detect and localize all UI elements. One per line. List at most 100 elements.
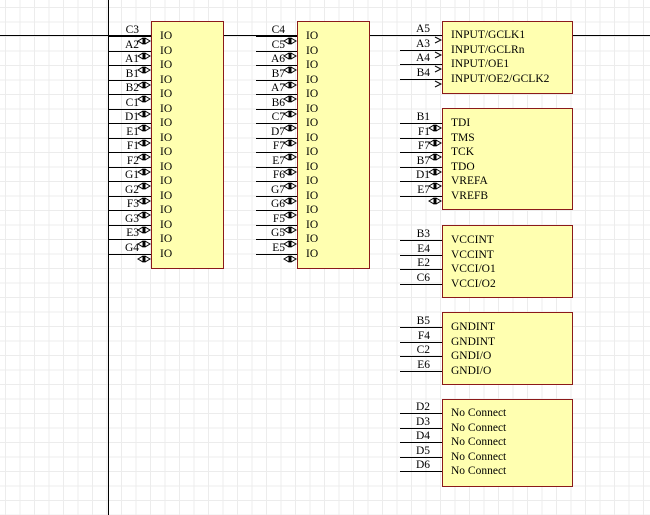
component-no-connect[interactable] <box>442 399 573 487</box>
pin-wire[interactable] <box>400 240 442 241</box>
pin-wire[interactable] <box>400 371 442 372</box>
pin-name: IO <box>306 219 319 231</box>
pin-name: IO <box>160 103 173 115</box>
pin-wire[interactable] <box>400 269 442 270</box>
pin-number: G4 <box>124 242 139 254</box>
pin-number: F5 <box>272 213 285 225</box>
pin-wire[interactable] <box>256 36 297 37</box>
pin-wire[interactable] <box>400 152 442 153</box>
pin-wire[interactable] <box>256 239 297 240</box>
pin-name: IO <box>306 103 319 115</box>
pin-wire[interactable] <box>108 225 151 226</box>
pin-number: D4 <box>415 430 430 442</box>
pin-wire[interactable] <box>256 152 297 153</box>
pin-number: A1 <box>124 53 139 65</box>
pin-number: F6 <box>272 169 285 181</box>
pin-wire[interactable] <box>108 181 151 182</box>
pin-wire[interactable] <box>108 210 151 211</box>
pin-number: A3 <box>415 38 430 50</box>
pin-wire[interactable] <box>256 181 297 182</box>
pin-number: A6 <box>270 53 285 65</box>
pin-name: IO <box>160 74 173 86</box>
pin-wire[interactable] <box>400 428 442 429</box>
pin-number: E6 <box>417 359 430 371</box>
component-ground[interactable] <box>442 312 573 385</box>
pin-wire[interactable] <box>400 356 442 357</box>
pin-number: B2 <box>125 82 139 94</box>
pin-wire[interactable] <box>400 255 442 256</box>
pin-wire[interactable] <box>256 167 297 168</box>
bidirectional-pin-icon <box>283 177 297 190</box>
pin-wire[interactable] <box>256 94 297 95</box>
bidirectional-pin-icon <box>137 250 151 263</box>
pin-wire[interactable] <box>108 36 151 37</box>
pin-number: G3 <box>124 213 139 225</box>
pin-wire[interactable] <box>256 80 297 81</box>
pin-wire[interactable] <box>400 64 442 65</box>
bidirectional-pin-icon <box>137 206 151 219</box>
pin-name: IO <box>306 45 319 57</box>
component-io-bank-2[interactable] <box>297 21 370 269</box>
pin-wire[interactable] <box>400 50 442 51</box>
pin-name: VREFA <box>451 175 488 187</box>
pin-wire[interactable] <box>256 138 297 139</box>
pin-wire[interactable] <box>108 123 151 124</box>
pin-wire[interactable] <box>108 254 151 255</box>
pin-wire[interactable] <box>108 196 151 197</box>
pin-wire[interactable] <box>256 65 297 66</box>
component-inputs[interactable] <box>442 21 573 94</box>
pin-number: C3 <box>125 24 139 36</box>
pin-wire[interactable] <box>400 138 442 139</box>
pin-wire[interactable] <box>400 471 442 472</box>
pin-wire[interactable] <box>400 457 442 458</box>
pin-wire[interactable] <box>400 442 442 443</box>
pin-wire[interactable] <box>108 239 151 240</box>
pin-wire[interactable] <box>400 79 442 80</box>
pin-number: B1 <box>125 68 139 80</box>
pin-wire[interactable] <box>256 196 297 197</box>
pin-wire[interactable] <box>400 342 442 343</box>
bidirectional-pin-icon <box>137 163 151 176</box>
pin-name: GNDI/O <box>451 350 492 362</box>
pin-wire[interactable] <box>108 167 151 168</box>
component-power[interactable] <box>442 225 573 298</box>
bidirectional-pin-icon <box>137 177 151 190</box>
pin-wire[interactable] <box>400 35 442 36</box>
pin-number: D1 <box>415 169 430 181</box>
component-io-bank-1[interactable] <box>151 21 224 269</box>
pin-wire[interactable] <box>256 254 297 255</box>
input-pin-icon <box>428 31 443 44</box>
pin-wire[interactable] <box>108 109 151 110</box>
pin-wire[interactable] <box>400 123 442 124</box>
pin-wire[interactable] <box>256 210 297 211</box>
pin-name: IO <box>160 204 173 216</box>
pin-number: F7 <box>417 140 430 152</box>
pin-number: B7 <box>416 155 430 167</box>
component-jtag[interactable] <box>442 108 573 210</box>
pin-wire[interactable] <box>400 181 442 182</box>
pin-name: GNDINT <box>451 321 496 333</box>
pin-wire[interactable] <box>256 225 297 226</box>
pin-wire[interactable] <box>108 65 151 66</box>
pin-wire[interactable] <box>108 94 151 95</box>
pin-wire[interactable] <box>256 123 297 124</box>
pin-number: E7 <box>272 155 285 167</box>
pin-wire[interactable] <box>400 284 442 285</box>
pin-wire[interactable] <box>108 138 151 139</box>
pin-wire[interactable] <box>400 196 442 197</box>
pin-wire[interactable] <box>108 51 151 52</box>
bidirectional-pin-icon <box>428 134 442 147</box>
pin-number: D5 <box>415 445 430 457</box>
pin-wire[interactable] <box>400 167 442 168</box>
bidirectional-pin-icon <box>137 235 151 248</box>
pin-wire[interactable] <box>108 152 151 153</box>
pin-wire[interactable] <box>400 413 442 414</box>
pin-wire[interactable] <box>256 51 297 52</box>
pin-name: IO <box>306 132 319 144</box>
pin-name: IO <box>306 59 319 71</box>
pin-wire[interactable] <box>108 80 151 81</box>
pin-wire[interactable] <box>400 327 442 328</box>
pin-number: B4 <box>416 67 430 79</box>
pin-wire[interactable] <box>256 109 297 110</box>
